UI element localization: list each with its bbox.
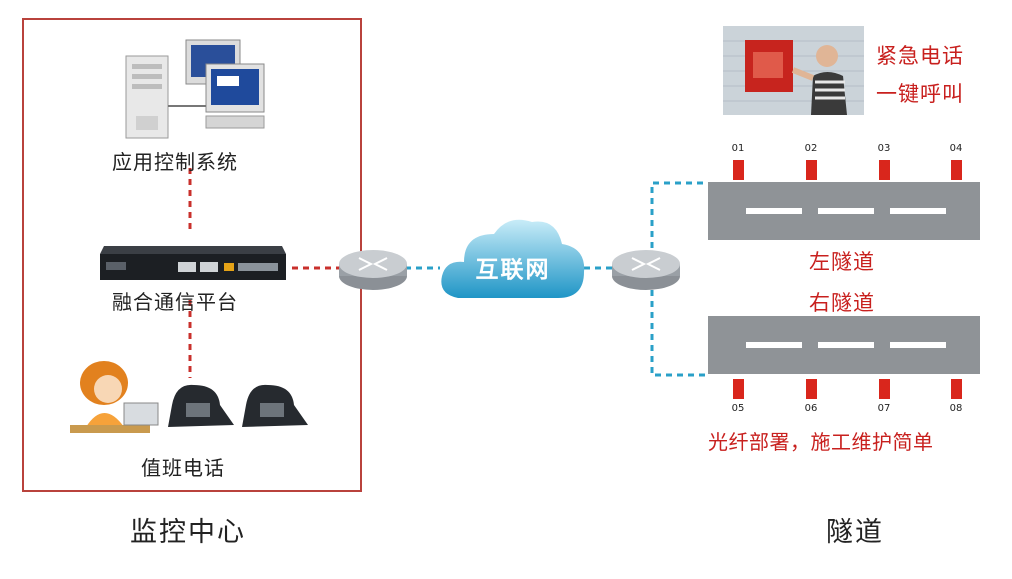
tunnel-title: 隧道 xyxy=(826,517,884,548)
duty-phone-label: 值班电话 xyxy=(141,456,225,480)
emergency-phone-marker xyxy=(806,379,817,399)
emergency-phone-marker xyxy=(951,160,962,180)
emergency-photo-illustration xyxy=(723,26,864,115)
lane-dash xyxy=(818,208,874,214)
marker-number: 02 xyxy=(804,143,818,154)
emergency-phone-photo xyxy=(723,26,864,115)
fiber-note: 光纤部署，施工维护简单 xyxy=(708,430,934,454)
emergency-phone-marker xyxy=(879,379,890,399)
marker-number: 01 xyxy=(731,143,745,154)
marker-number: 08 xyxy=(949,403,963,414)
monitor-center-title: 监控中心 xyxy=(130,517,246,548)
link-router-right-tunnel xyxy=(650,268,708,377)
right-tunnel-label: 右隧道 xyxy=(809,291,875,315)
marker-number: 04 xyxy=(949,143,963,154)
app-control-label: 应用控制系统 xyxy=(112,150,238,174)
emergency-phone-marker xyxy=(951,379,962,399)
emergency-phone-marker xyxy=(733,160,744,180)
emergency-phone-marker xyxy=(879,160,890,180)
internet-cloud: 互联网 xyxy=(438,210,588,310)
platform-device-icon xyxy=(100,246,286,280)
internet-label: 互联网 xyxy=(475,257,551,283)
marker-number: 07 xyxy=(877,403,891,414)
cloud-icon xyxy=(441,219,585,298)
router-left-icon xyxy=(339,250,407,290)
left-tunnel-label: 左隧道 xyxy=(809,250,875,274)
server-computer-icon xyxy=(125,39,265,139)
marker-number: 06 xyxy=(804,403,818,414)
marker-number: 05 xyxy=(731,403,745,414)
emergency-line2: 一键呼叫 xyxy=(876,82,964,106)
left-tunnel-road xyxy=(708,182,980,240)
router-right-icon xyxy=(612,250,680,290)
lane-dash xyxy=(746,342,802,348)
emergency-line1: 紧急电话 xyxy=(876,44,964,68)
lane-dash xyxy=(818,342,874,348)
emergency-phone-marker xyxy=(733,379,744,399)
lane-dash xyxy=(746,208,802,214)
duty-operator-phones-icon xyxy=(70,361,308,433)
right-tunnel-road xyxy=(708,316,980,374)
platform-label: 融合通信平台 xyxy=(112,290,238,314)
lane-dash xyxy=(890,208,946,214)
emergency-phone-marker xyxy=(806,160,817,180)
lane-dash xyxy=(890,342,946,348)
marker-number: 03 xyxy=(877,143,891,154)
